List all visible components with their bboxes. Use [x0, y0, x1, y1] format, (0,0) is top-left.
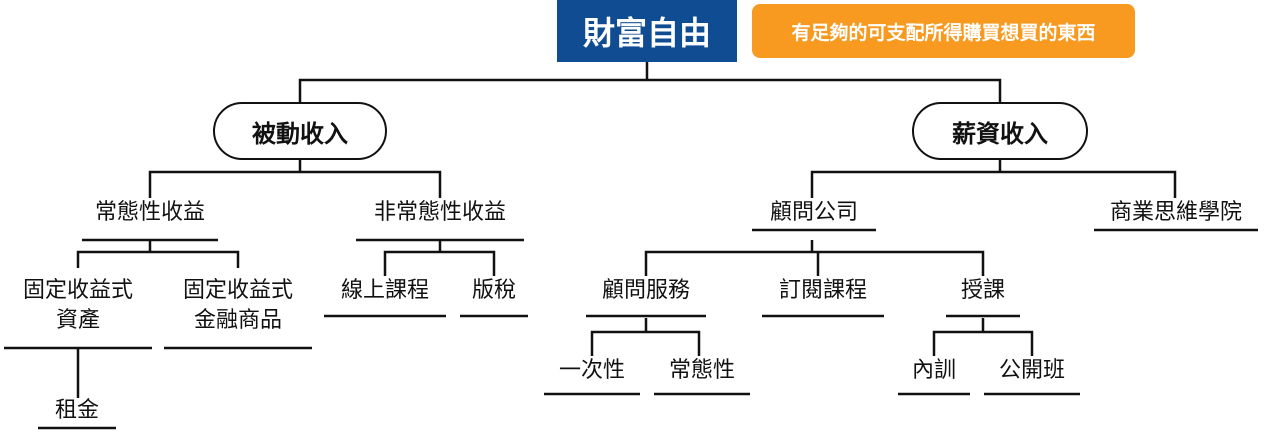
- fixed-income-financial-node: 固定收益式 金融商品: [164, 276, 312, 336]
- teaching-node: 授課: [960, 278, 1005, 303]
- fixed-income-financial-line2: 金融商品: [193, 308, 282, 333]
- consulting-company-node: 顧問公司: [769, 200, 858, 225]
- online-course-node: 線上課程: [340, 278, 429, 303]
- regular-income-node: 常態性收益: [94, 200, 205, 225]
- consulting-service-node: 顧問服務: [601, 278, 690, 303]
- fixed-income-asset-line2: 資產: [55, 308, 100, 333]
- internal-training-node: 內訓: [911, 358, 956, 383]
- fixed-income-asset-node: 固定收益式 資產: [4, 276, 152, 336]
- one-time-node: 一次性: [558, 358, 625, 383]
- irregular-income-node: 非常態性收益: [373, 200, 506, 225]
- business-academy-node: 商業思維學院: [1109, 200, 1242, 225]
- salary-income-node: 薪資收入: [912, 102, 1088, 160]
- recurring-node: 常態性: [668, 358, 735, 383]
- royalty-node: 版稅: [471, 278, 516, 303]
- root-node: 財富自由: [557, 0, 737, 62]
- fixed-income-financial-line1: 固定收益式: [182, 278, 293, 303]
- rent-node: 租金: [54, 398, 99, 423]
- root-tagline: 有足夠的可支配所得購買想買的東西: [752, 4, 1135, 58]
- public-class-node: 公開班: [998, 358, 1065, 383]
- passive-income-node: 被動收入: [213, 102, 387, 160]
- fixed-income-asset-line1: 固定收益式: [22, 278, 133, 303]
- subscription-course-node: 訂閱課程: [778, 278, 867, 303]
